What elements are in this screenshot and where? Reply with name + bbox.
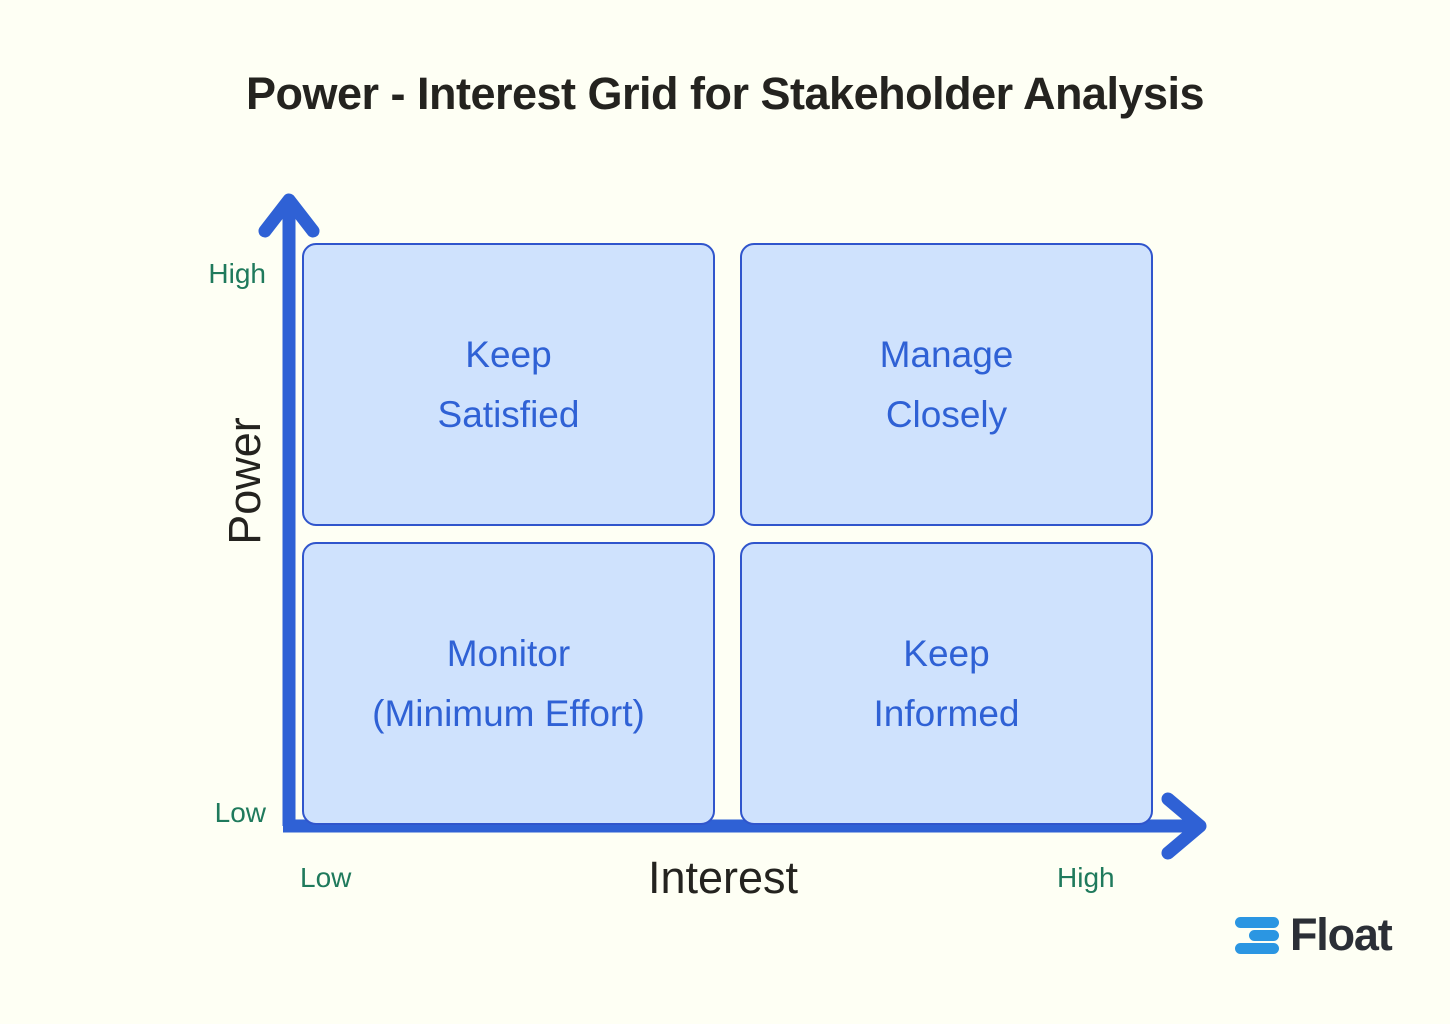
quadrant-keep-informed[interactable]: Keep Informed: [740, 542, 1153, 825]
page-title: Power - Interest Grid for Stakeholder An…: [245, 68, 1205, 119]
y-axis-title: Power: [219, 417, 270, 545]
quadrant-keep-satisfied[interactable]: Keep Satisfied: [302, 243, 715, 526]
float-logo-text: Float: [1290, 909, 1393, 960]
quadrant-label-line1: Manage: [879, 333, 1014, 375]
y-axis-tick-low: Low: [214, 797, 266, 828]
three-bars-icon: [1235, 916, 1279, 954]
float-logo[interactable]: Float: [1234, 909, 1393, 960]
quadrant-grid: Keep Satisfied Manage Closely Monitor (M…: [302, 243, 1153, 825]
quadrant-label-line2: Satisfied: [437, 393, 580, 435]
quadrant-label-line1: Monitor: [446, 632, 571, 674]
x-axis-tick-low: Low: [300, 862, 352, 893]
quadrant-monitor[interactable]: Monitor (Minimum Effort): [302, 542, 715, 825]
x-axis-title: Interest: [647, 852, 799, 903]
quadrant-label-line2: Closely: [885, 393, 1008, 435]
quadrant-label-line1: Keep: [903, 632, 990, 674]
quadrant-label-line2: (Minimum Effort): [372, 692, 645, 734]
quadrant-label-line1: Keep: [465, 333, 552, 375]
y-axis-arrowhead: [258, 193, 320, 238]
y-axis-tick-high: High: [208, 258, 266, 289]
quadrant-label-line2: Informed: [873, 692, 1020, 734]
x-axis-tick-high: High: [1057, 862, 1115, 893]
quadrant-manage-closely[interactable]: Manage Closely: [740, 243, 1153, 526]
x-axis-arrowhead: [1161, 792, 1207, 860]
